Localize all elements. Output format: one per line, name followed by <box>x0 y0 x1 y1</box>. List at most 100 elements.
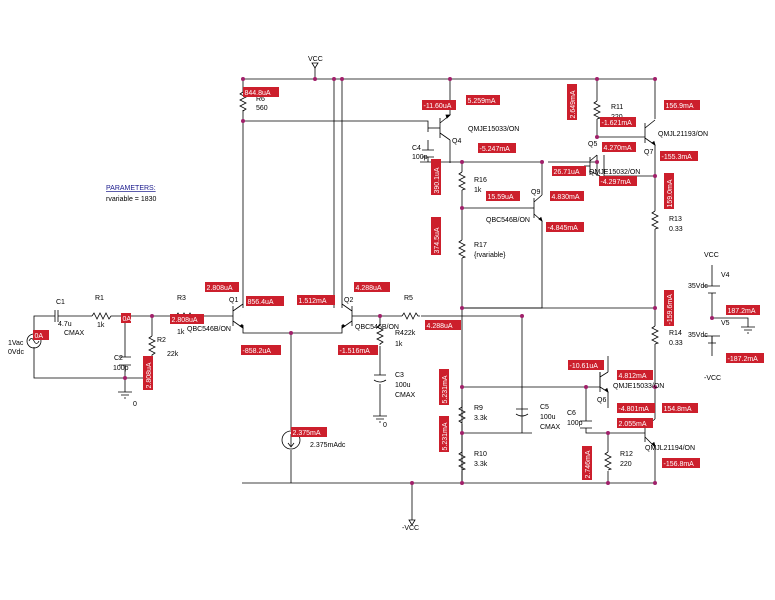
current-tag-box <box>241 345 281 355</box>
label-c1m: CMAX <box>64 330 85 337</box>
resistor-r5 <box>401 312 420 320</box>
current-tag-value: -4.845mA <box>548 225 579 232</box>
current-tag-value: 844.8uA <box>245 90 271 97</box>
current-tag-box <box>354 282 390 292</box>
current-tag-value: 159.0mA <box>667 179 674 207</box>
current-tag-m16: -5.247mA <box>478 143 516 153</box>
current-tag-box <box>466 95 500 105</box>
current-tag-box <box>486 191 520 201</box>
current-tag-m03: 2.808uA <box>205 282 239 292</box>
current-tag-m38: -156.8mA <box>662 458 700 468</box>
current-tag-box <box>431 159 441 195</box>
current-tag-value: 156.9mA <box>666 103 694 110</box>
current-tag-m19: 156.9mA <box>664 100 700 110</box>
label-r9v: 3.3k <box>474 415 488 422</box>
label-c3v: 100u <box>395 382 411 389</box>
current-tag-m01: 0A <box>33 330 49 340</box>
current-tag-m29: 159.0mA <box>664 173 674 209</box>
current-tag-value: 5.231mA <box>442 375 449 403</box>
current-tag-m07: -858.2uA <box>241 345 281 355</box>
current-tag-box <box>422 100 456 110</box>
parameters-value: rvariable = 1830 <box>106 196 157 203</box>
label-c4v: 100p <box>412 154 428 161</box>
current-tag-box <box>33 330 49 340</box>
current-tag-m39: 2.746mA <box>582 446 592 480</box>
current-tag-value: 5.259mA <box>468 98 496 105</box>
label-c2v: 100p <box>113 365 129 372</box>
ground-1 <box>118 391 132 399</box>
label-c4: C4 <box>412 145 421 152</box>
current-tag-value: 2.746mA <box>585 450 592 478</box>
label-r13: R13 <box>669 216 682 223</box>
label-c5m: CMAX <box>540 424 561 431</box>
label-v4v: 35Vdc <box>688 283 708 290</box>
current-tag-box <box>602 142 636 152</box>
current-tag-box <box>550 191 584 201</box>
current-tag-value: 2.055mA <box>619 421 647 428</box>
resistor-r2 <box>148 335 156 356</box>
label-q6: Q6 <box>597 397 606 404</box>
current-tag-box <box>297 295 335 305</box>
current-tag-box <box>439 416 449 452</box>
label-r2v: 22k <box>167 351 179 358</box>
net-labels: VCC -VCC VCC -VCC 0 0 <box>133 56 721 532</box>
current-tag-value: 4.830mA <box>552 194 580 201</box>
wires <box>33 68 749 520</box>
label-q2m: QBC546B/ON <box>355 324 399 331</box>
current-tag-box <box>568 360 604 370</box>
parameters-box: PARAMETERS: rvariable = 1830 <box>106 185 157 203</box>
current-tag-m20: 4.270mA <box>602 142 636 152</box>
label-r3: R3 <box>177 295 186 302</box>
resistor-r11 <box>593 100 602 120</box>
label-r5v: 22k <box>404 330 416 337</box>
label-r14v: 0.33 <box>669 340 683 347</box>
sine-wave <box>28 338 40 344</box>
current-tag-m22: 26.71uA <box>552 166 586 176</box>
current-tag-m30: 187.2mA <box>726 305 760 315</box>
current-tag-box <box>664 290 674 326</box>
label-q5m: QMJE15032/ON <box>589 169 640 176</box>
ground-3 <box>741 326 755 334</box>
label-r17: R17 <box>474 242 487 249</box>
measurement-tags: 0A0A2.808uA2.808uA2.808uA856.4uA-858.2uA… <box>33 84 764 480</box>
current-tag-box <box>439 369 449 405</box>
current-tag-m28: 374.5uA <box>431 217 441 255</box>
label-r2: R2 <box>157 337 166 344</box>
current-tag-m14: -11.60uA <box>422 100 456 110</box>
label-r6: R6 <box>256 96 265 103</box>
current-tag-m34: 4.812mA <box>617 370 653 380</box>
current-tag-box <box>431 217 441 255</box>
current-tag-value: -5.247mA <box>480 146 511 153</box>
capacitor-c4 <box>422 149 434 158</box>
current-tag-m09: 1.512mA <box>297 295 335 305</box>
current-tag-m36: 154.8mA <box>662 403 698 413</box>
label-r1v: 1k <box>97 322 105 329</box>
current-tag-m26: 4.830mA <box>550 191 584 201</box>
label-c1: C1 <box>56 299 65 306</box>
resistor-r12 <box>604 451 613 471</box>
ground-2 <box>373 415 387 423</box>
current-tag-value: -156.8mA <box>664 461 695 468</box>
capacitor-c1 <box>54 310 70 322</box>
capacitor-c2 <box>119 356 131 366</box>
current-tag-box <box>664 173 674 209</box>
label-q1: Q1 <box>229 297 238 304</box>
current-tag-value: 4.812mA <box>619 373 647 380</box>
current-tag-m32: -159.6mA <box>664 290 674 326</box>
label-c2: C2 <box>114 355 123 362</box>
current-tag-m11: -1.516mA <box>338 345 378 355</box>
label-v1a: 1Vac <box>8 340 24 347</box>
label-v4: V4 <box>721 272 730 279</box>
transistor-q9 <box>533 194 543 222</box>
label-q9: Q9 <box>531 189 540 196</box>
label-r12v: 220 <box>620 461 632 468</box>
current-tag-value: 187.2mA <box>728 308 756 315</box>
current-tag-m21: -155.3mA <box>660 151 698 161</box>
label-q5: Q5 <box>588 141 597 148</box>
label-q2: Q2 <box>344 297 353 304</box>
current-tag-box <box>662 403 698 413</box>
battery-v5 <box>704 335 720 344</box>
current-tag-box <box>546 222 584 232</box>
label-c1v: 4.7u <box>58 321 72 328</box>
current-tag-value: -10.61uA <box>570 363 599 370</box>
